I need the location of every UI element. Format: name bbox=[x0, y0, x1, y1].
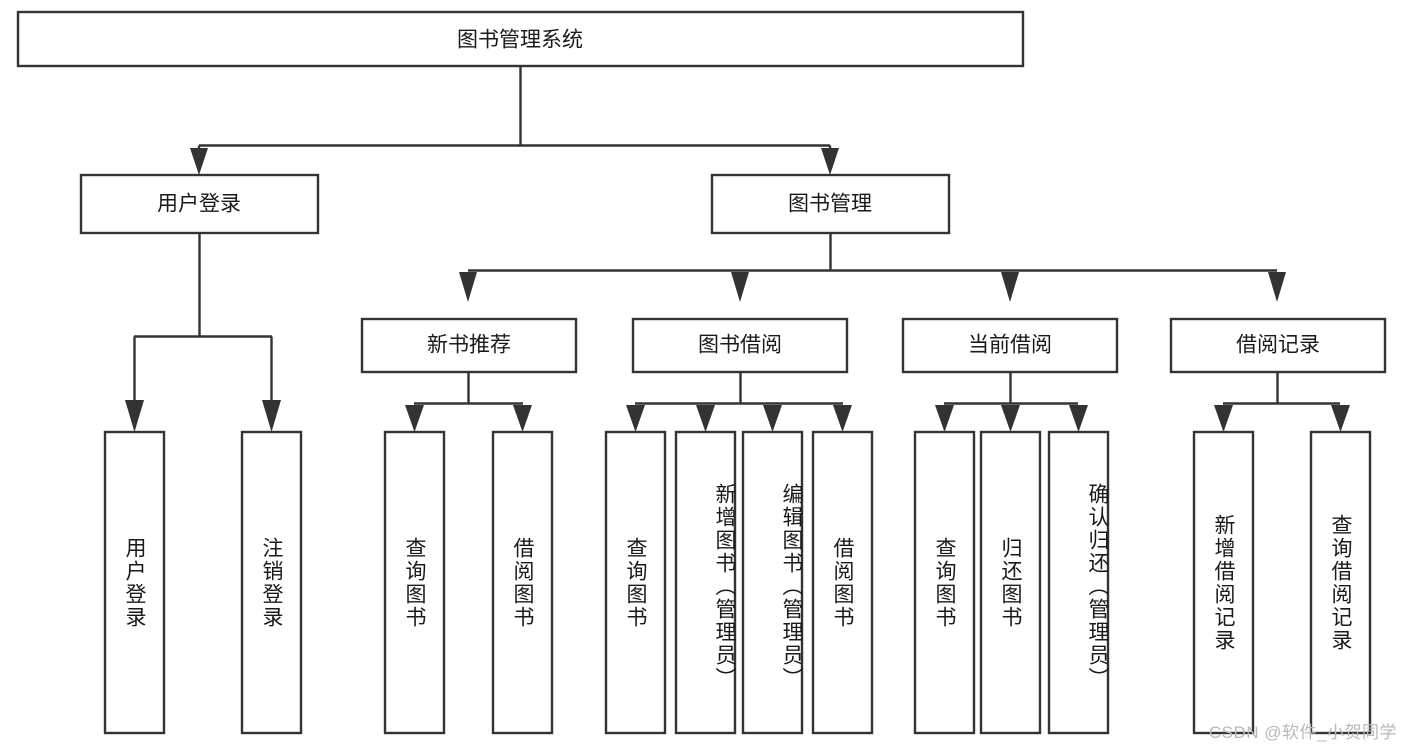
leaf-box-confirm-return[interactable] bbox=[1047, 430, 1110, 735]
borrow-record-box[interactable] bbox=[1169, 317, 1387, 374]
book-management-box[interactable] bbox=[710, 173, 951, 235]
leaf-box-query-book-2[interactable] bbox=[604, 430, 667, 735]
arrow-to-user-login bbox=[190, 148, 208, 175]
arrow-to-book-borrow bbox=[731, 272, 749, 302]
node-new-book-recommend[interactable]: 新书推荐 bbox=[360, 317, 578, 374]
arrow-to-leaf-user-login bbox=[125, 400, 144, 432]
arrow-to-current-borrow bbox=[1001, 272, 1019, 302]
borrow-record-label: 借阅记录 bbox=[1236, 334, 1320, 357]
arrow-to-leaf-query-book-3 bbox=[935, 405, 954, 432]
node-user-login[interactable]: 用户登录 bbox=[79, 173, 320, 235]
arrow-to-book-management bbox=[821, 148, 839, 175]
connectors-newbook-to-leaves bbox=[405, 372, 532, 432]
leaf-box-edit-book[interactable] bbox=[741, 430, 804, 735]
connectors-root-to-level2 bbox=[190, 66, 839, 175]
leaf-box-user-login[interactable] bbox=[103, 430, 166, 735]
leaf-box-query-book-3[interactable] bbox=[913, 430, 976, 735]
arrow-to-leaf-query-record bbox=[1331, 405, 1350, 432]
user-login-box[interactable] bbox=[79, 173, 320, 235]
connectors-currentborrow-to-leaves bbox=[935, 372, 1088, 432]
leaf-box-borrow-book-2[interactable] bbox=[811, 430, 874, 735]
leaf-box-add-book[interactable] bbox=[674, 430, 737, 735]
current-borrow-label: 当前借阅 bbox=[968, 334, 1052, 357]
node-borrow-record[interactable]: 借阅记录 bbox=[1169, 317, 1387, 374]
node-book-management[interactable]: 图书管理 bbox=[710, 173, 951, 235]
arrow-to-leaf-logout bbox=[262, 400, 281, 432]
user-login-label: 用户登录 bbox=[157, 193, 241, 216]
connectors-borrowrecord-to-leaves bbox=[1214, 372, 1350, 432]
node-current-borrow[interactable]: 当前借阅 bbox=[901, 317, 1119, 374]
leaf-box-borrow-book-1[interactable] bbox=[491, 430, 554, 735]
leaf-box-logout[interactable] bbox=[240, 430, 303, 735]
arrow-to-leaf-edit-book bbox=[763, 405, 782, 432]
root-box[interactable] bbox=[16, 10, 1025, 68]
leaf-box-query-record[interactable] bbox=[1309, 430, 1372, 735]
leaf-box-query-book-1[interactable] bbox=[383, 430, 446, 735]
connectors-userlogin-to-leaves bbox=[125, 233, 281, 432]
csdn-watermark: CSDN @软件_小贺同学 bbox=[1208, 723, 1397, 742]
book-management-label: 图书管理 bbox=[788, 193, 872, 216]
root-label: 图书管理系统 bbox=[457, 29, 583, 52]
connectors-bookborrow-to-leaves bbox=[626, 372, 852, 432]
leaf-box-add-record[interactable] bbox=[1192, 430, 1255, 735]
arrow-to-leaf-query-book-1 bbox=[405, 405, 424, 432]
connectors-bookmgmt-to-level3 bbox=[459, 233, 1286, 302]
arrow-to-leaf-query-book-2 bbox=[626, 405, 645, 432]
arrow-to-leaf-return-book bbox=[1001, 405, 1020, 432]
arrow-to-leaf-add-book bbox=[696, 405, 715, 432]
new-book-recommend-box[interactable] bbox=[360, 317, 578, 374]
arrow-to-borrow-record bbox=[1268, 272, 1286, 302]
node-book-borrow[interactable]: 图书借阅 bbox=[631, 317, 849, 374]
arrow-to-new-book-recommend bbox=[459, 272, 477, 302]
current-borrow-box[interactable] bbox=[901, 317, 1119, 374]
book-borrow-label: 图书借阅 bbox=[698, 334, 782, 357]
arrow-to-leaf-borrow-book-1 bbox=[513, 405, 532, 432]
node-root[interactable]: 图书管理系统 bbox=[16, 10, 1025, 68]
arrow-to-leaf-confirm-return bbox=[1069, 405, 1088, 432]
new-book-recommend-label: 新书推荐 bbox=[427, 334, 511, 357]
arrow-to-leaf-add-record bbox=[1214, 405, 1233, 432]
leaf-box-return-book[interactable] bbox=[979, 430, 1042, 735]
arrow-to-leaf-borrow-book-2 bbox=[833, 405, 852, 432]
book-borrow-box[interactable] bbox=[631, 317, 849, 374]
